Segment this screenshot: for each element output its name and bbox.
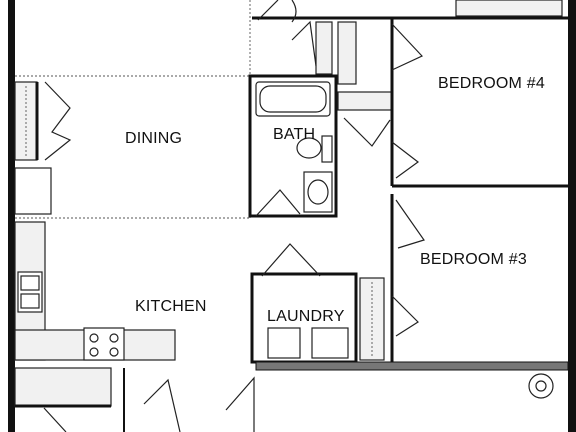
- dining-closet: [14, 81, 72, 161]
- toilet-bowl: [296, 137, 322, 159]
- bathtub-basin: [259, 85, 327, 113]
- washer: [267, 327, 301, 359]
- cooktop: [83, 327, 125, 361]
- label-kitchen: KITCHEN: [135, 298, 207, 315]
- bedroom-4-walls: [390, 18, 568, 188]
- top-strip: [252, 0, 568, 23]
- refrigerator: [14, 167, 52, 215]
- bottom-hatched-wall: [225, 361, 569, 432]
- label-bedroom-4: BEDROOM #4: [438, 75, 545, 92]
- label-bath: BATH: [273, 126, 315, 143]
- label-laundry: LAUNDRY: [267, 308, 345, 325]
- top-door-arc: [291, 0, 297, 23]
- bath-sink: [307, 179, 329, 205]
- laundry-area: [250, 243, 385, 364]
- exterior-walls: [8, 0, 576, 432]
- left-exterior-wall: [8, 0, 15, 432]
- bedroom-3-walls: [390, 194, 425, 362]
- toilet-tank: [321, 135, 333, 163]
- bath-area: [248, 74, 338, 218]
- top-right-closet-shelf: [455, 0, 563, 17]
- dryer: [311, 327, 349, 359]
- label-bedroom-3: BEDROOM #3: [420, 251, 527, 268]
- top-door-swing: [257, 0, 279, 21]
- pantry: [14, 367, 181, 432]
- hall-closets: [291, 20, 393, 147]
- right-exterior-wall: [568, 0, 576, 432]
- kitchen-counters: [14, 167, 176, 361]
- label-dining: DINING: [125, 130, 182, 147]
